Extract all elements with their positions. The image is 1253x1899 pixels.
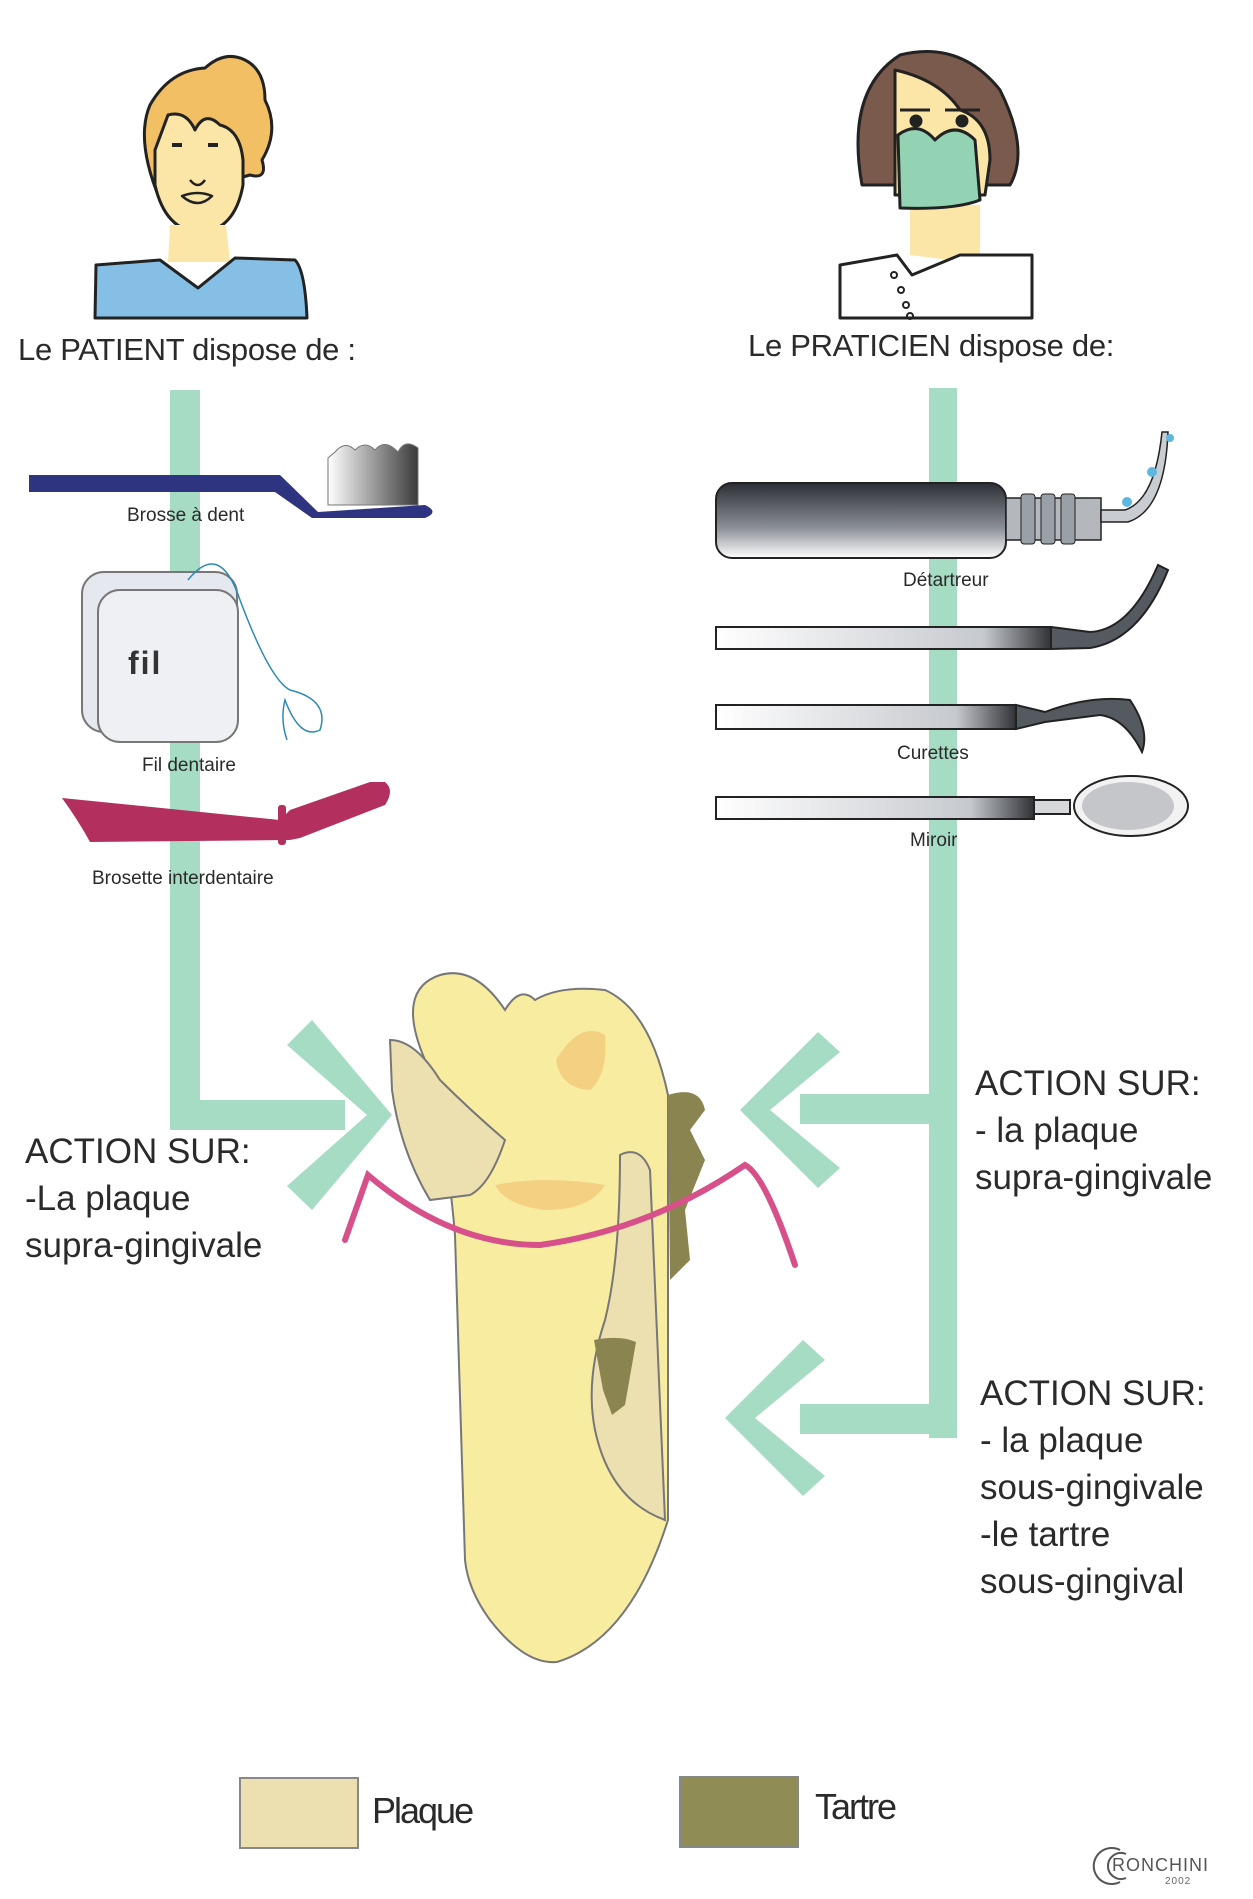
scaler-label: Détartreur <box>903 570 989 591</box>
mirror-label: Miroir <box>910 830 958 851</box>
dental-floss-illustration <box>81 563 323 743</box>
dental-floss-label: Fil dentaire <box>142 755 236 776</box>
practitioner-sub-action-title: ACTION SUR: <box>980 1374 1206 1413</box>
toothbrush-illustration <box>29 443 433 518</box>
practitioner-supra-action-lines: - la plaque supra-gingivale <box>975 1111 1213 1197</box>
practitioner-sub-action-block: ACTION SUR: - la plaque sous-gingivale -… <box>980 1370 1206 1605</box>
legend-label-plaque: Plaque <box>372 1790 474 1831</box>
legend-swatch-plaque <box>239 1777 359 1849</box>
tooth-illustration <box>342 972 798 1664</box>
patient-flow-arrow <box>170 390 392 1210</box>
legend-swatch-tartre <box>679 1776 799 1848</box>
practitioner-supra-action-block: ACTION SUR: - la plaque supra-gingivale <box>975 1060 1212 1201</box>
patient-action-lines: -La plaque supra-gingivale <box>25 1179 263 1265</box>
patient-action-block: ACTION SUR: -La plaque supra-gingivale <box>25 1128 262 1269</box>
interdental-brush-illustration <box>62 782 390 845</box>
legend-swatches <box>239 1776 799 1849</box>
scaler-illustration <box>715 431 1174 559</box>
practitioner-heading: Le PRATICIEN dispose de: <box>748 328 1115 363</box>
credit-name: RONCHINI <box>1112 1855 1209 1875</box>
credit-year: 2002 <box>1165 1876 1192 1887</box>
patient-action-title: ACTION SUR: <box>25 1132 251 1171</box>
practitioner-supra-action-title: ACTION SUR: <box>975 1064 1201 1103</box>
patient-heading: Le PATIENT dispose de : <box>18 332 356 367</box>
curette-illustration <box>715 563 1170 755</box>
curette-label: Curettes <box>897 743 969 764</box>
patient-illustration <box>93 54 309 320</box>
toothbrush-label: Brosse à dent <box>127 505 245 526</box>
ronchini-logo-icon <box>1092 1847 1127 1885</box>
interdental-brush-label: Brosette interdentaire <box>92 868 274 889</box>
floss-box-text: fil <box>128 645 163 681</box>
mirror-illustration <box>715 775 1189 837</box>
practitioner-flow-arrow <box>725 388 957 1496</box>
practitioner-illustration <box>838 50 1034 320</box>
legend-label-tartre: Tartre <box>815 1786 897 1827</box>
practitioner-sub-action-lines: - la plaque sous-gingivale -le tartre so… <box>980 1421 1204 1601</box>
